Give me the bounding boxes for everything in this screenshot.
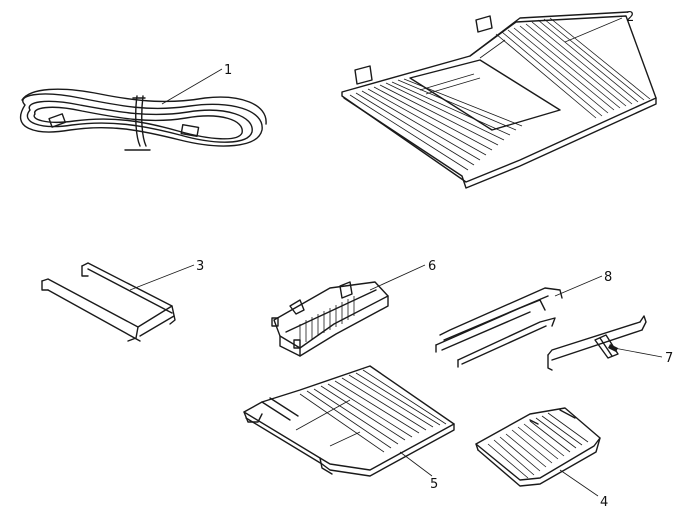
part-2-paper-tray xyxy=(341,11,657,189)
callout-5: 5 xyxy=(430,477,438,492)
leader-line-4 xyxy=(559,469,599,497)
callout-6: 6 xyxy=(428,259,436,274)
part-5-medium-tray xyxy=(243,365,455,477)
callout-4: 4 xyxy=(600,495,608,510)
callout-8: 8 xyxy=(604,270,612,285)
leader-line-1 xyxy=(161,68,223,105)
leader-line-6 xyxy=(369,264,426,291)
leader-line-8 xyxy=(554,275,603,297)
leader-line-2 xyxy=(564,17,623,43)
leader-line-7 xyxy=(613,347,663,358)
callout-2: 2 xyxy=(626,10,634,25)
callout-7: 7 xyxy=(665,351,673,366)
part-1-coiled-cable xyxy=(19,88,267,151)
callout-3: 3 xyxy=(196,259,204,274)
leader-line-5 xyxy=(399,451,433,477)
part-4-small-tray xyxy=(475,407,601,487)
part-6-guide-block xyxy=(271,281,389,357)
callout-1: 1 xyxy=(224,63,232,78)
leader-line-3 xyxy=(129,264,195,291)
part-8-bent-rods xyxy=(435,287,563,368)
part-3-wire-holder xyxy=(41,262,176,342)
part-7-wire-clip xyxy=(547,315,647,371)
